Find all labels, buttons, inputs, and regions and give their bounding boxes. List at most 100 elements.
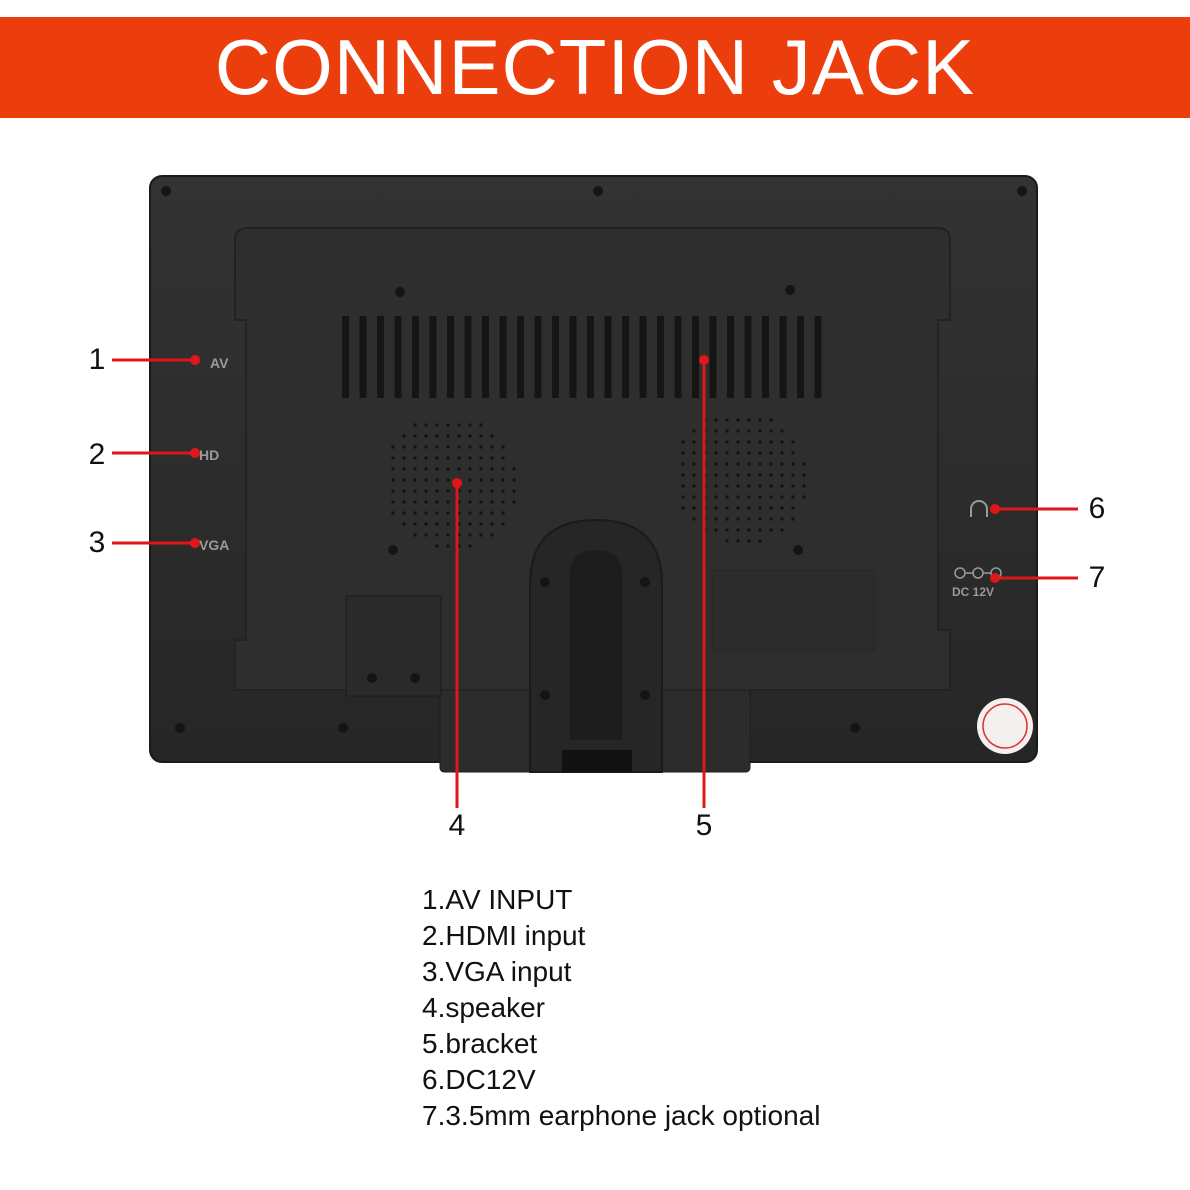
speaker-hole [769,484,773,488]
speaker-hole [791,451,795,455]
speaker-hole [769,506,773,510]
callout-number-2: 2 [88,438,106,471]
speaker-hole [446,533,450,537]
vent-slot [587,316,594,398]
legend-item: 5.bracket [422,1028,538,1059]
speaker-hole [714,484,718,488]
vent-slot [744,316,752,398]
speaker-hole [736,429,740,433]
speaker-hole [747,429,751,433]
speaker-hole [692,462,696,466]
vent-slot [534,316,542,398]
speaker-hole [501,511,505,515]
speaker-hole [413,434,417,438]
speaker-hole [391,456,395,460]
speaker-hole [424,478,428,482]
speaker-hole [457,456,461,460]
speaker-hole [446,434,450,438]
speaker-hole [758,495,762,499]
speaker-hole [435,511,439,515]
speaker-hole [479,456,483,460]
speaker-hole [692,495,696,499]
speaker-hole [736,462,740,466]
speaker-hole [769,473,773,477]
speaker-hole [468,544,472,548]
speaker-hole [780,473,784,477]
speaker-hole [747,484,751,488]
speaker-hole [479,478,483,482]
speaker-hole [681,484,685,488]
speaker-hole [501,478,505,482]
speaker-hole [747,462,751,466]
speaker-hole [736,495,740,499]
speaker-hole [692,517,696,521]
speaker-hole [490,445,494,449]
speaker-hole [802,495,806,499]
port-label-av: AV [210,355,229,371]
speaker-hole [780,462,784,466]
screw-holes [161,186,1027,733]
speaker-hole [402,511,406,515]
legend-item: 4.speaker [422,992,545,1023]
speaker-hole [413,511,417,515]
speaker-hole [457,434,461,438]
speaker-hole [402,445,406,449]
speaker-hole [402,478,406,482]
speaker-hole [446,423,450,427]
speaker-hole [725,539,729,543]
vent-slot [342,316,349,398]
speaker-hole [413,423,417,427]
callout-lines [112,355,1078,808]
speaker-hole [490,478,494,482]
speaker-hole [391,500,395,504]
speaker-hole [791,440,795,444]
speaker-hole [769,495,773,499]
speaker-hole [479,511,483,515]
speaker-hole [424,456,428,460]
speaker-hole [435,445,439,449]
speaker-hole [490,511,494,515]
stand-hinge [562,750,632,772]
callout-number-5: 5 [695,809,713,842]
speaker-hole [758,517,762,521]
port-label-hd: HD [199,447,220,463]
speaker-hole [791,484,795,488]
speaker-hole [479,522,483,526]
speaker-hole [435,500,439,504]
speaker-hole [468,445,472,449]
speaker-hole [725,517,729,521]
speaker-hole [736,440,740,444]
speaker-hole [736,539,740,543]
speaker-hole [769,462,773,466]
speaker-hole [479,500,483,504]
speaker-hole [714,451,718,455]
speaker-hole [424,489,428,493]
vent-slot [394,316,402,398]
speaker-hole [769,451,773,455]
speaker-hole [413,489,417,493]
speaker-hole [780,440,784,444]
speaker-hole [490,533,494,537]
speaker-hole [725,506,729,510]
speaker-hole [758,440,762,444]
speaker-hole [391,511,395,515]
speaker-hole [791,462,795,466]
speaker-hole [512,478,516,482]
speaker-hole [692,506,696,510]
speaker-hole [468,533,472,537]
speaker-hole [413,522,417,526]
speaker-hole [479,434,483,438]
speaker-hole [725,440,729,444]
vent-slot [412,316,419,398]
vent-slot [797,316,804,398]
speaker-hole [435,467,439,471]
speaker-hole [468,478,472,482]
speaker-hole [435,456,439,460]
speaker-hole [479,423,483,427]
speaker-hole [802,473,806,477]
speaker-hole [714,506,718,510]
speaker-hole [692,429,696,433]
vent-slot [429,316,437,398]
speaker-hole [747,473,751,477]
vent-slot [622,316,629,398]
